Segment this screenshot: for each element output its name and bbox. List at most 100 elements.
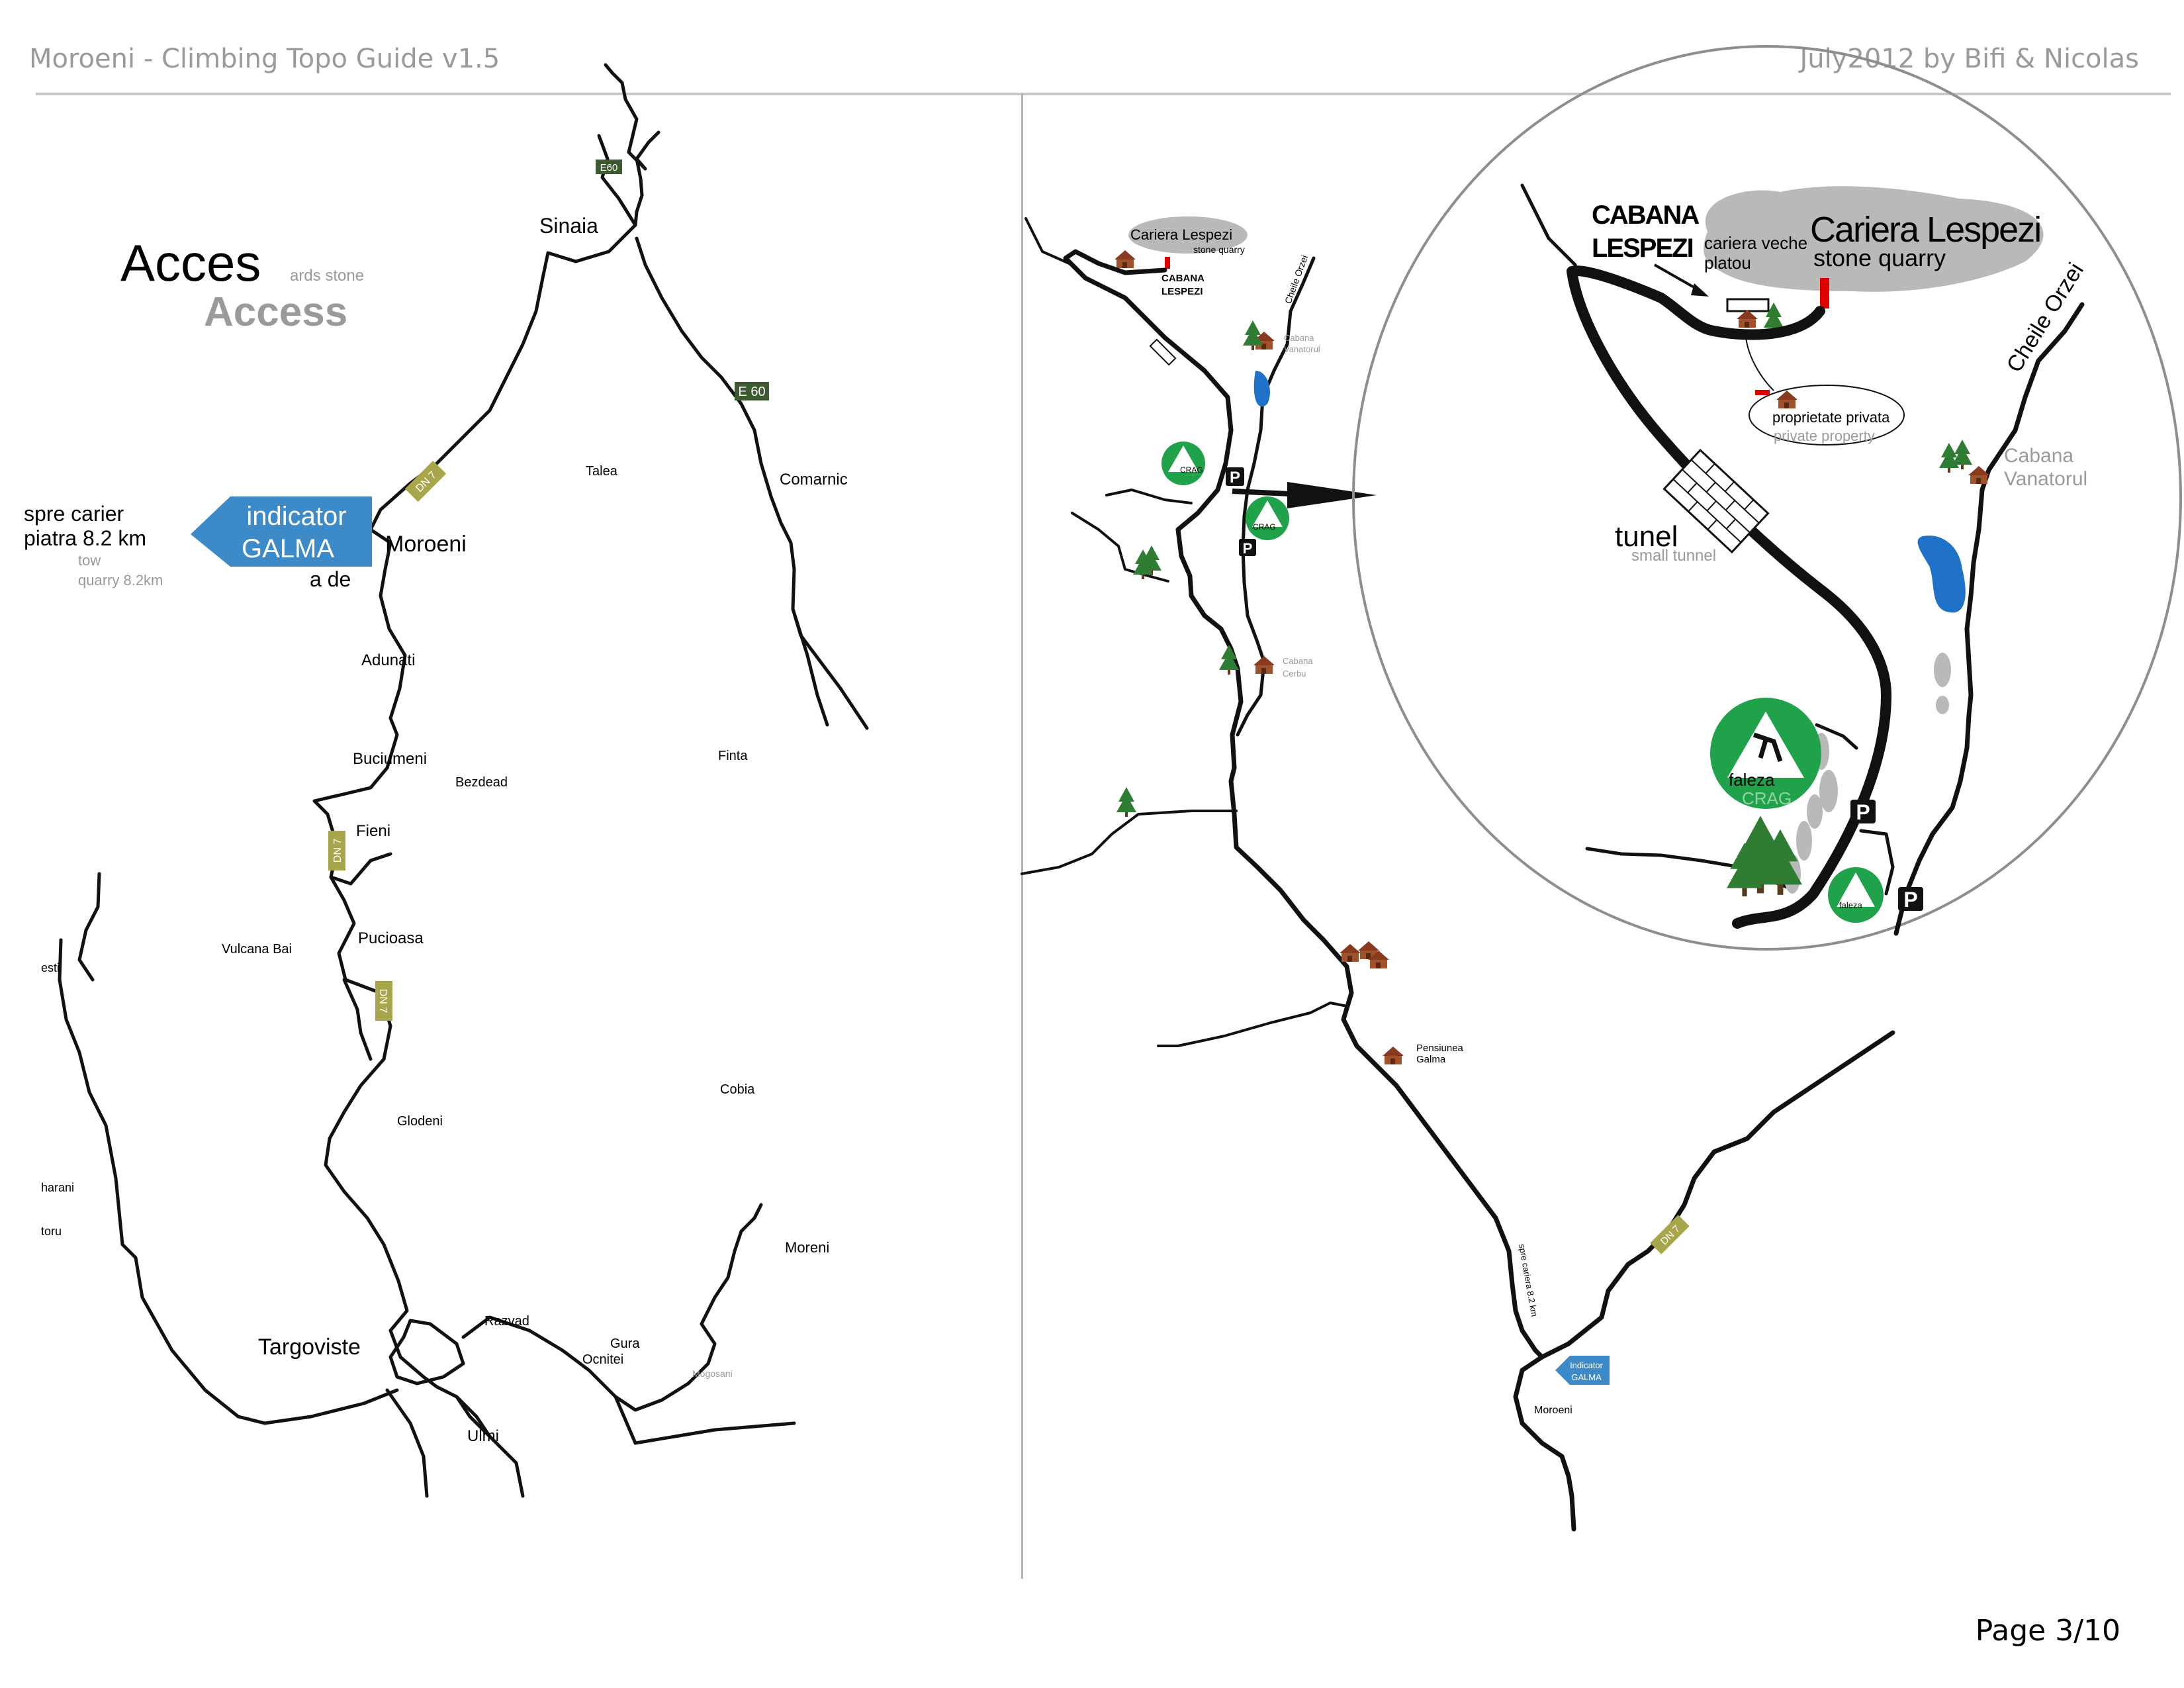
zoom-crag-small: faleza <box>1828 867 1884 923</box>
place-fragment-1: esti <box>41 961 60 974</box>
zoom-parking-a: P <box>1850 800 1876 824</box>
column-divider <box>1021 93 1023 1579</box>
zoom-detail: Cariera Lespezi stone quarry cariera vec… <box>1352 45 2182 951</box>
zoom-quarry-area <box>1704 186 2044 292</box>
road-west <box>58 872 399 1425</box>
zoom-parking-a-label: P <box>1856 800 1870 824</box>
zoom-tunel-en: small tunnel <box>1631 547 1716 565</box>
small-quarry-ro: Cariera Lespezi <box>1130 226 1232 243</box>
note-en-line-1: tow <box>78 552 101 569</box>
quarry-area-small <box>1128 216 1248 254</box>
small-moroeni: Moroeni <box>1534 1405 1572 1416</box>
place-fieni: Fieni <box>356 822 390 840</box>
zoom-crag-main: faleza CRAG <box>1710 698 1821 809</box>
header-title: Moroeni - Climbing Topo Guide v1.5 <box>29 44 500 74</box>
left-access-map: E60 E 60 DN 7 DN 7 DN 7 Acces Access <box>24 63 869 1498</box>
e60-sign-mid <box>735 382 769 400</box>
small-cabin-group-a <box>1340 944 1361 962</box>
zoom-circle <box>1352 45 2182 951</box>
ghost-text: ards stone <box>290 267 364 285</box>
zoom-rock-e <box>1807 794 1823 829</box>
zoom-rock-f <box>1796 821 1812 861</box>
sign-line-1: indicator <box>246 502 346 531</box>
zoom-road-north <box>1520 183 1577 267</box>
zoom-cabana-lespezi-icon <box>1737 310 1758 328</box>
note-en-line-2: quarry 8.2km <box>78 572 163 588</box>
e60-label-top: E60 <box>600 162 618 173</box>
page-number: Page 3/10 <box>1975 1614 2120 1648</box>
road-targoviste-ring <box>385 1319 492 1498</box>
header-rule <box>36 93 2171 95</box>
place-moreni: Moreni <box>785 1239 829 1256</box>
small-parking-a: P <box>1226 467 1244 487</box>
zoom-quarry-gate <box>1820 278 1829 308</box>
small-tunnel <box>1149 338 1177 366</box>
zoom-rock-d <box>1819 770 1838 812</box>
zoom-cabana-vanatorul-1: Cabana <box>2004 445 2073 467</box>
small-crag-b-label: CRAG <box>1253 522 1276 532</box>
place-ocnitei: Ocnitei <box>582 1352 623 1367</box>
zoom-tunel-ro: tunel <box>1615 520 1678 553</box>
small-parking-b: P <box>1239 539 1256 557</box>
place-targoviste: Targoviste <box>258 1335 361 1360</box>
small-cabana-cerbu-1: Cabana <box>1283 656 1313 666</box>
small-road-main <box>1063 249 1545 1360</box>
place-talea: Talea <box>586 464 618 479</box>
place-gura: Gura <box>610 1336 640 1351</box>
dn7-sign-a <box>404 460 447 502</box>
zoom-cabana-2: LESPEZI <box>1592 234 1693 263</box>
note-ro-line-1: spre carier <box>24 502 124 526</box>
small-cabana-cerbu-icon <box>1253 656 1275 674</box>
fragment-text: a de <box>310 567 351 591</box>
zoom-lake <box>1917 536 1966 613</box>
place-buciumeni: Buciumeni <box>353 750 427 768</box>
zoom-rock-a <box>1934 653 1951 687</box>
small-spre-cariera: spre cariera 8.2 km <box>1517 1243 1539 1317</box>
zoom-tunnel <box>1662 448 1770 554</box>
zoom-tree-cluster <box>1727 816 1802 897</box>
small-cabana-cerbu-2: Cerbu <box>1283 669 1306 679</box>
dn7-sign-c <box>375 981 392 1021</box>
small-crag-b: CRAG <box>1246 496 1289 540</box>
place-fragment-3: toru <box>41 1225 62 1238</box>
zoom-parking-b: P <box>1898 887 1923 912</box>
road-e60 <box>604 63 869 730</box>
zoom-private-en: private property <box>1774 428 1875 444</box>
note-ro-line-2: piatra 8.2 km <box>24 526 146 550</box>
e60-sign-top <box>596 160 622 174</box>
zoom-cariera-veche-1: cariera veche <box>1704 233 1807 253</box>
zoom-private-ro: proprietate privata <box>1772 409 1890 426</box>
small-crag-a: CRAG <box>1161 442 1205 485</box>
dn7-label-b: DN 7 <box>332 839 343 863</box>
zoom-climber-icon <box>1752 732 1783 763</box>
dn7-label-c: DN 7 <box>377 989 388 1013</box>
zoom-private-barrier <box>1755 390 1770 395</box>
place-mogosani: Mogosani <box>692 1368 733 1379</box>
small-quarry-en: stone quarry <box>1193 244 1245 255</box>
zoom-tree-b <box>1939 443 1959 473</box>
zoom-cabana-pointer <box>1654 263 1702 293</box>
zoom-parking-b-label: P <box>1903 888 1917 912</box>
place-cobia: Cobia <box>720 1082 755 1097</box>
road-fieni-branch <box>329 852 392 1061</box>
small-pensiunea-icon <box>1383 1047 1404 1064</box>
place-fragment-2: harani <box>41 1181 74 1194</box>
small-lake <box>1253 371 1270 407</box>
small-tree-e <box>1116 787 1136 817</box>
place-razvad: Razvad <box>484 1314 529 1329</box>
road-signs: E60 E 60 DN 7 DN 7 DN 7 <box>328 160 769 1021</box>
zoom-cariera-veche-2: platou <box>1704 253 1751 273</box>
small-road-branch-1 <box>1021 217 1348 1047</box>
zoom-cabana-1: CABANA <box>1592 201 1699 230</box>
header-author: July2012 by Bifi & Nicolas <box>1799 44 2139 74</box>
zoom-road-main <box>1567 265 1891 929</box>
zoom-cabana-pointer-head <box>1691 283 1709 297</box>
zoom-quarry-en: stone quarry <box>1813 244 1946 271</box>
road-dn71 <box>312 134 637 1498</box>
sign-line-2: GALMA <box>242 534 334 563</box>
zoom-road-crag-spur <box>1815 723 1895 896</box>
zoom-cabana-vanatorul-2: Vanatorul <box>2004 468 2087 490</box>
small-road-dn71 <box>1513 1030 1895 1532</box>
